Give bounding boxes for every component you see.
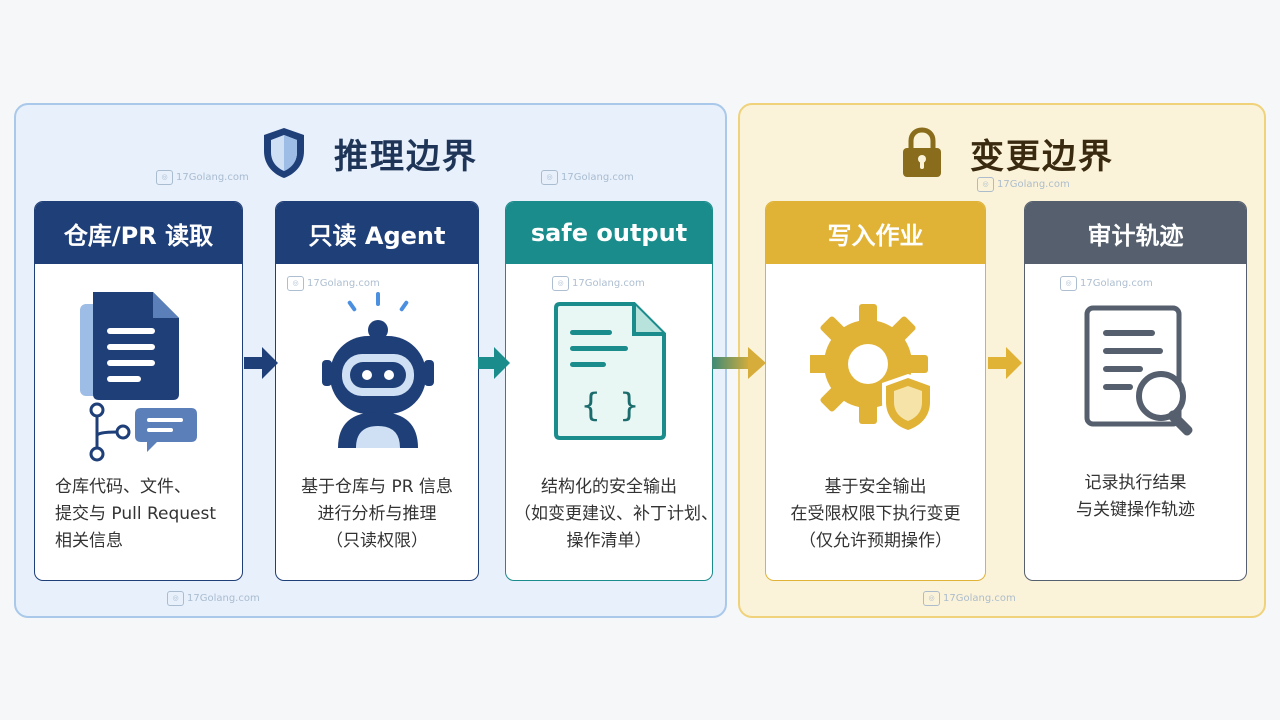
card-title: safe output bbox=[506, 202, 712, 264]
gear-shield-icon bbox=[810, 304, 934, 435]
watermark-logo-icon: ◎ bbox=[552, 276, 569, 291]
desc-line: 结构化的安全输出 bbox=[541, 477, 677, 497]
watermark-text: 17Golang.com bbox=[187, 593, 260, 604]
watermark-logo-icon: ◎ bbox=[1060, 276, 1077, 291]
desc-line: 基于仓库与 PR 信息 bbox=[301, 477, 453, 497]
arrow-right-icon bbox=[712, 347, 766, 379]
watermark: ◎17Golang.com bbox=[977, 177, 1070, 192]
watermark: ◎17Golang.com bbox=[541, 170, 634, 185]
desc-line: 在受限权限下执行变更 bbox=[790, 504, 961, 524]
arrow-right-icon bbox=[988, 347, 1022, 379]
watermark-logo-icon: ◎ bbox=[156, 170, 173, 185]
watermark-text: 17Golang.com bbox=[176, 172, 249, 183]
card-title: 只读 Agent bbox=[276, 202, 478, 264]
card-readonly-agent: 只读 Agent 基于仓库与 PR 信息 进行分析与推理 （只读权限） bbox=[275, 201, 479, 581]
desc-line: （仅允许预期操作） bbox=[799, 531, 952, 551]
desc-line: 与关键操作轨迹 bbox=[1076, 500, 1195, 520]
lock-icon bbox=[903, 127, 941, 177]
card-audit-trail: 审计轨迹 记录执行结果 与关键操作轨迹 bbox=[1024, 201, 1247, 581]
desc-line: （如变更建议、补丁计划、 bbox=[514, 504, 713, 524]
change-boundary-title: 变更边界 bbox=[900, 125, 1114, 181]
watermark: ◎17Golang.com bbox=[552, 276, 645, 291]
desc-line: （只读权限） bbox=[326, 531, 428, 551]
watermark: ◎17Golang.com bbox=[167, 591, 260, 606]
card-title: 写入作业 bbox=[766, 202, 985, 264]
desc-line: 进行分析与推理 bbox=[317, 504, 437, 524]
reasoning-boundary-label: 推理边界 bbox=[334, 136, 478, 177]
card-safe-output: safe output { } 结构化的安全输出 （如变更建议、补丁计划、 操作… bbox=[505, 201, 713, 581]
arrow-right-icon bbox=[478, 347, 510, 379]
watermark-text: 17Golang.com bbox=[943, 593, 1016, 604]
watermark-logo-icon: ◎ bbox=[923, 591, 940, 606]
watermark-text: 17Golang.com bbox=[572, 278, 645, 289]
code-document-icon: { } bbox=[554, 302, 666, 440]
card-write-job: 写入作业 基于安全输出 bbox=[765, 201, 986, 581]
watermark-logo-icon: ◎ bbox=[977, 177, 994, 192]
watermark-text: 17Golang.com bbox=[561, 172, 634, 183]
document-git-chat-icon bbox=[80, 292, 197, 462]
watermark: ◎17Golang.com bbox=[287, 276, 380, 291]
arrow-right-icon bbox=[244, 347, 278, 379]
desc-line: 仓库代码、文件、 bbox=[55, 477, 191, 497]
shield-icon bbox=[264, 128, 304, 178]
watermark-logo-icon: ◎ bbox=[287, 276, 304, 291]
audit-search-icon bbox=[1084, 305, 1193, 436]
svg-text:{ }: { } bbox=[581, 386, 639, 424]
card-title: 审计轨迹 bbox=[1025, 202, 1246, 264]
desc-line: 记录执行结果 bbox=[1084, 473, 1187, 493]
watermark: ◎17Golang.com bbox=[156, 170, 249, 185]
desc-line: 操作清单） bbox=[566, 531, 652, 551]
card-description: 基于仓库与 PR 信息 进行分析与推理 （只读权限） bbox=[284, 474, 470, 555]
robot-icon bbox=[322, 292, 434, 448]
card-repo-pr-read: 仓库/PR 读取 仓库代码、文件、 提交与 Pull Request 相关信息 bbox=[34, 201, 243, 581]
change-boundary-label: 变更边界 bbox=[970, 136, 1114, 177]
watermark-text: 17Golang.com bbox=[1080, 278, 1153, 289]
watermark: ◎17Golang.com bbox=[1060, 276, 1153, 291]
desc-line: 基于安全输出 bbox=[824, 477, 927, 497]
card-title: 仓库/PR 读取 bbox=[35, 202, 242, 264]
watermark-text: 17Golang.com bbox=[307, 278, 380, 289]
watermark: ◎17Golang.com bbox=[923, 591, 1016, 606]
card-description: 记录执行结果 与关键操作轨迹 bbox=[1033, 470, 1238, 524]
desc-line: 相关信息 bbox=[55, 531, 123, 551]
card-description: 结构化的安全输出 （如变更建议、补丁计划、 操作清单） bbox=[514, 474, 713, 555]
card-description: 基于安全输出 在受限权限下执行变更 （仅允许预期操作） bbox=[774, 474, 977, 555]
reasoning-boundary-title: 推理边界 bbox=[260, 125, 478, 181]
watermark-logo-icon: ◎ bbox=[541, 170, 558, 185]
desc-line: 提交与 Pull Request bbox=[55, 504, 217, 524]
watermark-logo-icon: ◎ bbox=[167, 591, 184, 606]
watermark-text: 17Golang.com bbox=[997, 179, 1070, 190]
card-description: 仓库代码、文件、 提交与 Pull Request 相关信息 bbox=[55, 474, 234, 555]
